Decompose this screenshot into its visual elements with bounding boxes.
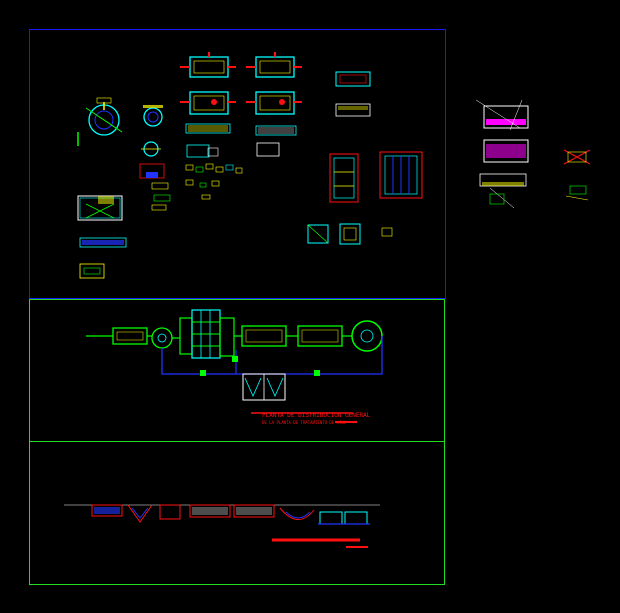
hydraulic-profile [64, 504, 380, 548]
flocculator-detail [329, 151, 423, 203]
circular-tank-details [77, 97, 171, 211]
plan-subtitle: DE LA PLANTA DE TRATAMIENTO DE AGUA [262, 420, 347, 425]
frame-profile-sheet [29, 441, 445, 585]
general-plan [86, 309, 383, 423]
outside-detail-column [475, 99, 591, 209]
valve-box-details [307, 223, 393, 245]
small-fittings-cluster [185, 147, 243, 200]
frame-details-sheet [29, 29, 446, 299]
filter-tank-section [77, 195, 127, 279]
small-tank-right [335, 71, 371, 117]
plan-title: PLANTA DE DISTRIBUCION GENERAL [262, 412, 371, 419]
tank-detail-group-1 [180, 52, 302, 158]
